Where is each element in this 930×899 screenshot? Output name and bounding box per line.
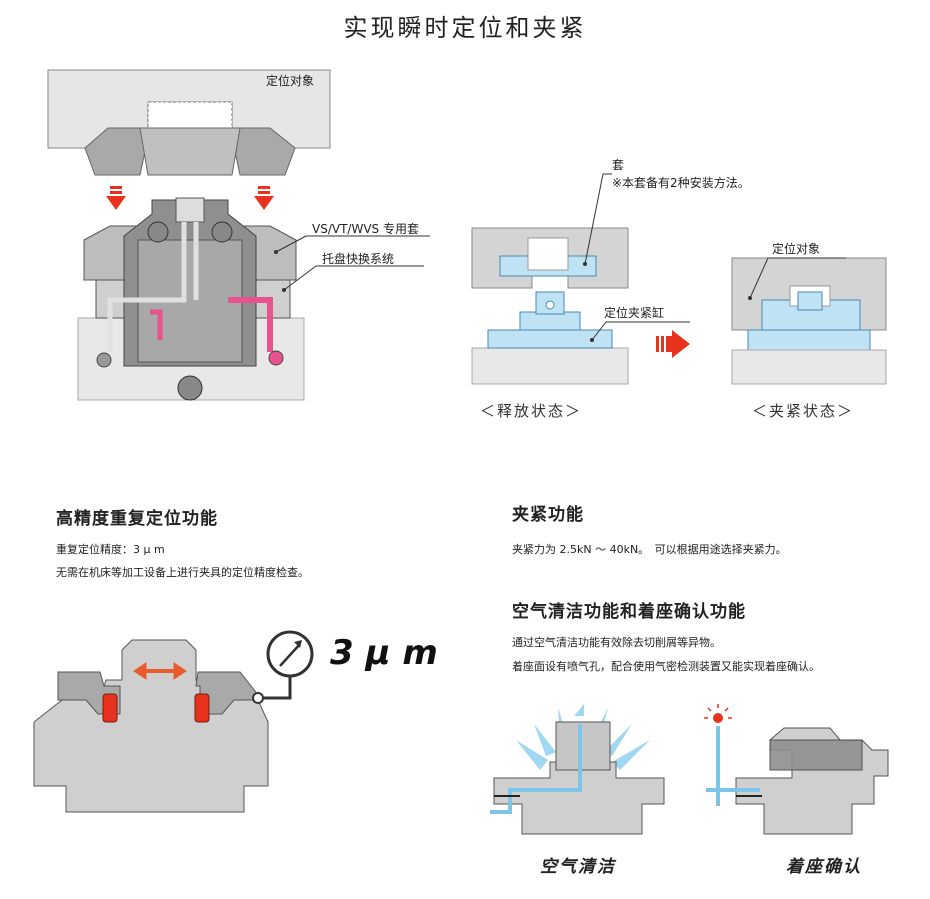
clamp-target-label: 定位对象 [772, 242, 821, 256]
sleeve-label: 套 [612, 158, 625, 172]
target-object-label: 定位对象 [266, 74, 315, 88]
air-line1: 通过空气清洁功能有效除去切削屑等异物。 [512, 636, 721, 649]
bushing-label: VS/VT/WVS 专用套 [312, 222, 419, 236]
page-title: 实现瞬时定位和夹紧 [343, 14, 587, 42]
clamping-line1: 夹紧力为 2.5kN ～ 40kN。 可以根据用途选择夹紧力。 [512, 543, 787, 556]
sleeve-note: ※本套备有2种安装方法。 [612, 176, 750, 190]
double-arrow-icon [133, 662, 187, 680]
down-arrow-right-icon [254, 186, 274, 210]
pallet-system-label: 托盘快换系统 [322, 252, 395, 266]
cylinder-label: 定位夹紧缸 [604, 306, 665, 320]
release-state-label: ＜释放状态＞ [480, 402, 583, 420]
air-clean-caption: 空气清洁 [540, 857, 616, 877]
indicator-light-icon [704, 704, 732, 723]
air-heading: 空气清洁功能和着座确认功能 [512, 602, 746, 622]
down-arrow-left-icon [106, 186, 126, 210]
positioning-heading: 高精度重复定位功能 [56, 509, 218, 529]
right-arrow-icon [656, 330, 690, 358]
clamp-state-label: ＜夹紧状态＞ [752, 402, 855, 420]
positioning-line1: 重复定位精度：3 μ m [56, 543, 165, 556]
positioning-line2: 无需在机床等加工设备上进行夹具的定位精度检查。 [56, 566, 309, 579]
air-line2: 着座面设有喷气孔，配合使用气密检测装置又能实现着座确认。 [512, 660, 820, 673]
seat-check-caption: 着座确认 [786, 857, 862, 877]
precision-value: 3 μ m [330, 633, 438, 673]
clamping-heading: 夹紧功能 [512, 505, 584, 525]
